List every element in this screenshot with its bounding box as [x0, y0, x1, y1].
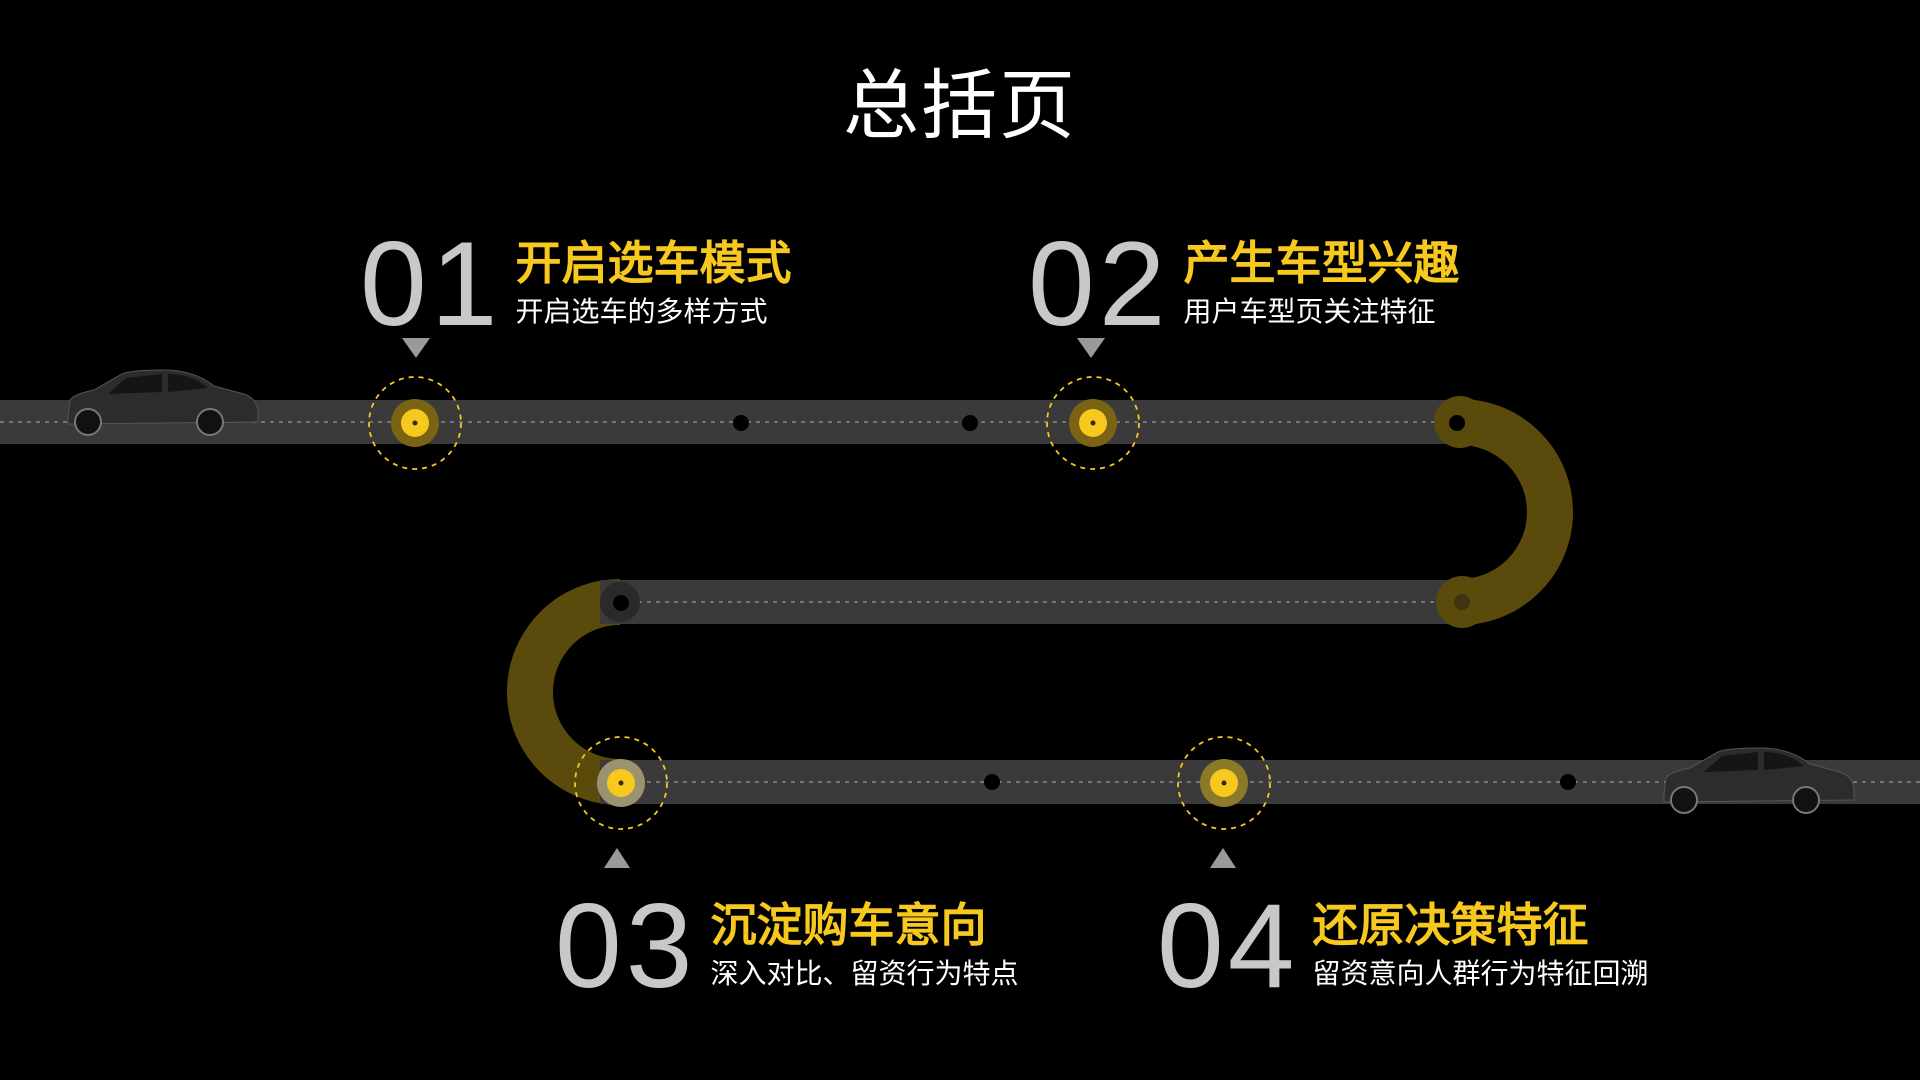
step-number: 01 — [360, 217, 502, 351]
waypoint-dot — [733, 415, 749, 431]
step-number: 03 — [555, 879, 697, 1013]
step-2: 02 产生车型兴趣 用户车型页关注特征 — [1028, 224, 1459, 344]
milestone-marker-icon — [1046, 376, 1140, 470]
step-title: 沉淀购车意向 — [710, 898, 987, 953]
step-number: 04 — [1157, 879, 1299, 1013]
step-1: 01 开启选车模式 开启选车的多样方式 — [360, 224, 791, 344]
road-curve-left — [507, 579, 621, 805]
step-title: 还原决策特征 — [1312, 898, 1589, 953]
waypoint-dot — [613, 595, 629, 611]
pointer-triangle-icon — [1077, 338, 1105, 358]
step-title: 产生车型兴趣 — [1183, 236, 1460, 291]
step-subtitle: 开启选车的多样方式 — [515, 295, 768, 329]
waypoint-dot — [984, 774, 1000, 790]
road-curve-right — [1459, 399, 1573, 625]
step-number: 02 — [1028, 217, 1170, 351]
waypoint-dot — [1454, 594, 1470, 610]
step-subtitle: 留资意向人群行为特征回溯 — [1312, 957, 1649, 991]
waypoint-dot — [1449, 415, 1465, 431]
page-title: 总括页 — [843, 61, 1077, 150]
step-4: 04 还原决策特征 留资意向人群行为特征回溯 — [1157, 886, 1649, 1006]
step-3: 03 沉淀购车意向 深入对比、留资行为特点 — [555, 886, 1019, 1006]
step-subtitle: 深入对比、留资行为特点 — [710, 957, 1019, 991]
waypoint-dot — [1560, 774, 1576, 790]
milestone-marker-icon — [1177, 736, 1271, 830]
pointer-triangle-icon — [604, 848, 630, 868]
pointer-triangle-icon — [402, 338, 430, 358]
milestone-marker-icon — [368, 376, 462, 470]
step-title: 开启选车模式 — [515, 236, 792, 291]
step-subtitle: 用户车型页关注特征 — [1183, 295, 1436, 329]
pointer-triangle-icon — [1210, 848, 1236, 868]
milestone-marker-icon — [574, 736, 668, 830]
car-icon — [1663, 747, 1855, 814]
car-icon — [67, 369, 259, 436]
waypoint-dot — [962, 415, 978, 431]
